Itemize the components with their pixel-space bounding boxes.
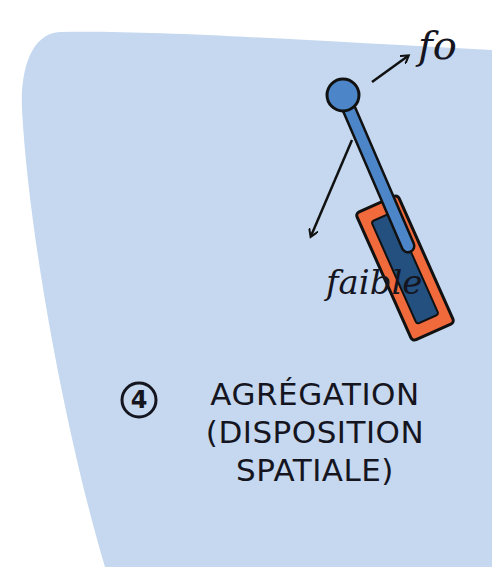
- arrow-down: [311, 140, 352, 236]
- lever-knob: [327, 79, 359, 111]
- lever-slot: [356, 195, 455, 342]
- callout-circle: 4: [120, 381, 158, 419]
- region-title: AGRÉGATION (DISPOSITION SPATIALE): [160, 376, 470, 489]
- callout-number: 4: [120, 381, 158, 419]
- strength-label: fo: [418, 22, 457, 68]
- arrow-up: [372, 56, 408, 82]
- background-blob: [22, 32, 492, 567]
- lever-stick-outline: [346, 102, 408, 246]
- lever-stick: [346, 102, 408, 246]
- strength-label: faible: [326, 262, 423, 302]
